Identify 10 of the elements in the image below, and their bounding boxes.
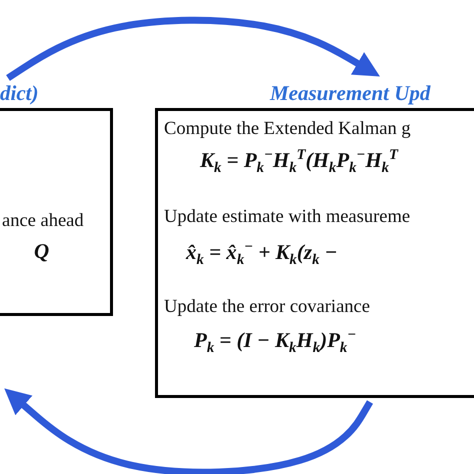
step-text: ance ahead [2,211,84,232]
step-text: Update the error covariance [164,297,370,318]
curved-arrow [6,16,380,81]
section-heading: dict) [0,81,38,106]
step-text: Compute the Extended Kalman g [164,119,411,140]
equation: x̂$_{k}$ = x̂$_{k}$$^{−}$ + K$_{k}$(z$_{k}$ − [186,239,338,270]
curved-arrow [4,388,374,474]
step-text: Update estimate with measureme [164,207,410,228]
section-heading: Measurement Upd [270,81,430,106]
equation: Q [34,239,50,264]
